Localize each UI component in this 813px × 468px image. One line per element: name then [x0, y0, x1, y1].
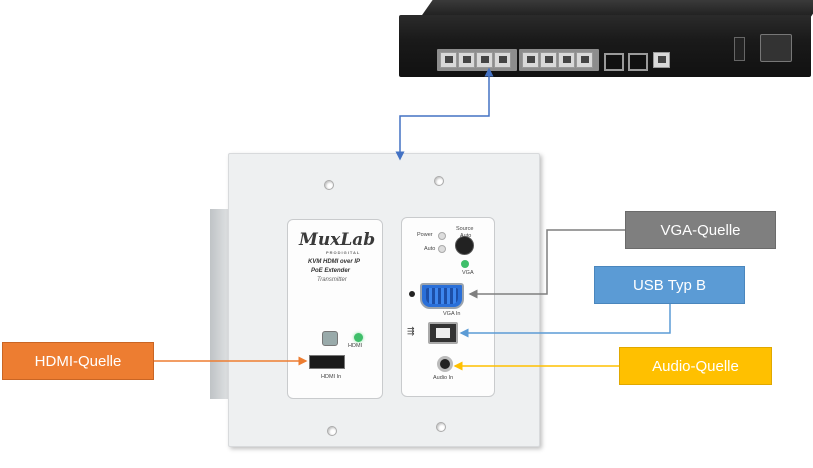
power-led — [438, 232, 446, 240]
vga-source-label: VGA-Quelle — [625, 211, 776, 249]
hdmi-source-label: HDMI-Quelle — [2, 342, 154, 380]
source-button — [455, 236, 474, 255]
vga-port-label: VGA In — [443, 311, 461, 317]
brand-logo: MuxLab — [299, 230, 376, 250]
rj45-port — [458, 52, 475, 68]
audio-in-jack — [437, 356, 453, 372]
usb-type-b-label: USB Typ B — [594, 266, 745, 304]
screw — [434, 176, 444, 186]
hdmi-module — [287, 219, 383, 399]
screw — [327, 426, 337, 436]
sfp-port — [628, 53, 648, 71]
sfp-port — [604, 53, 624, 71]
source-button-label: Source — [456, 226, 474, 232]
brand-subtitle: PRODIGITAL — [326, 250, 361, 255]
power-switch — [734, 37, 745, 61]
vga-led — [461, 260, 469, 268]
hdmi-led — [354, 333, 363, 342]
wallplate-side — [210, 209, 232, 399]
usb-icon: ⇶ — [407, 326, 415, 336]
usb-source-line — [459, 304, 671, 338]
auto-led — [438, 245, 446, 253]
rj45-port — [522, 52, 539, 68]
hdmi-in-port — [309, 355, 345, 369]
vga-led-label: VGA — [462, 270, 474, 276]
power-socket — [760, 34, 792, 62]
power-led-label: Power — [417, 232, 433, 238]
console-port — [653, 52, 670, 68]
screw-hole — [409, 291, 415, 297]
network-switch — [399, 15, 811, 77]
network-link-line — [395, 67, 494, 161]
screw — [436, 422, 446, 432]
product-line-2: PoE Extender — [311, 268, 351, 274]
screw — [324, 180, 334, 190]
rj45-port — [576, 52, 593, 68]
audio-port-label: Audio In — [433, 375, 454, 381]
usb-b-port — [428, 322, 458, 344]
hdmi-port-label: HDMI In — [321, 374, 342, 380]
hdmi-led-label: HDMI — [348, 343, 363, 349]
hdmi-hex-nut — [322, 331, 338, 346]
product-line-1: KVM HDMI over IP — [308, 259, 361, 265]
rj45-port — [540, 52, 557, 68]
auto-led-label: Auto — [424, 246, 436, 252]
rj45-port — [558, 52, 575, 68]
product-line-3: Transmitter — [317, 277, 347, 283]
vga-in-port — [420, 283, 464, 309]
rj45-port — [494, 52, 511, 68]
vga-source-line — [468, 229, 625, 299]
audio-source-label: Audio-Quelle — [619, 347, 772, 385]
